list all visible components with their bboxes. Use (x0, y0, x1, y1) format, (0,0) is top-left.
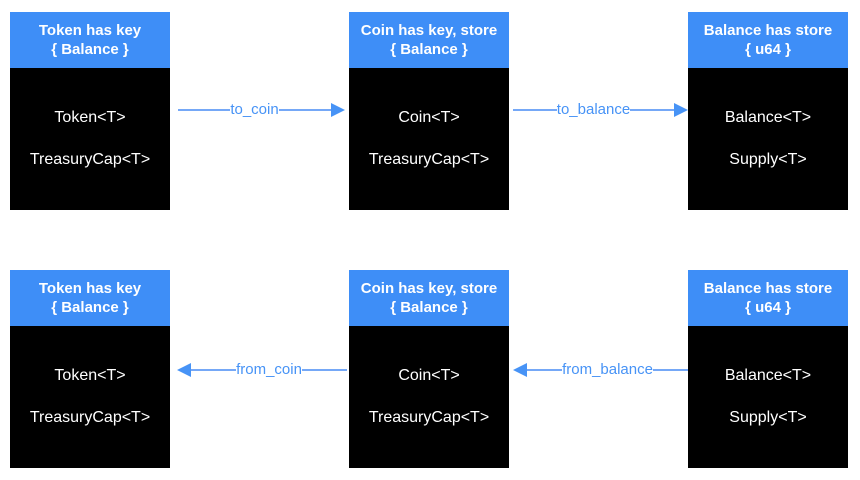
arrow-line (301, 369, 348, 371)
arrow-from-coin: from_coin (177, 361, 348, 378)
node-subtitle: { Balance } (51, 299, 129, 316)
arrow-line (191, 369, 237, 371)
struct-item: Coin<T> (398, 367, 460, 384)
struct-item: Supply<T> (729, 151, 807, 168)
arrow-to-balance: to_balance (513, 102, 688, 118)
arrow-label: to_balance (556, 101, 631, 118)
node-subtitle: { u64 } (745, 41, 791, 58)
arrowhead-right-icon (674, 103, 688, 117)
arrow-line (178, 109, 231, 111)
node-body: Coin<T> TreasuryCap<T> (349, 68, 509, 210)
node-subtitle: { Balance } (390, 41, 468, 58)
node-body: Coin<T> TreasuryCap<T> (349, 326, 509, 468)
node-title: Token has key (38, 22, 142, 39)
struct-item: TreasuryCap<T> (29, 151, 151, 168)
struct-item: Balance<T> (724, 109, 812, 126)
node-header: Token has key { Balance } (10, 12, 170, 68)
node-body: Token<T> TreasuryCap<T> (10, 68, 170, 210)
arrowhead-right-icon (331, 103, 345, 117)
node-subtitle: { u64 } (745, 299, 791, 316)
node-header: Balance has store { u64 } (688, 270, 848, 326)
node-header: Coin has key, store { Balance } (349, 12, 509, 68)
arrow-line (630, 109, 674, 111)
node-body: Balance<T> Supply<T> (688, 68, 848, 210)
node-coin-top: Coin has key, store { Balance } Coin<T> … (349, 12, 509, 210)
arrow-line (513, 109, 557, 111)
struct-item: TreasuryCap<T> (368, 409, 490, 426)
arrow-line (527, 369, 563, 371)
node-title: Coin has key, store (360, 280, 498, 297)
struct-item: Token<T> (54, 367, 126, 384)
struct-item: Coin<T> (398, 109, 460, 126)
arrowhead-left-icon (513, 363, 527, 377)
node-body: Balance<T> Supply<T> (688, 326, 848, 468)
arrow-label: to_coin (230, 101, 279, 118)
node-coin-bottom: Coin has key, store { Balance } Coin<T> … (349, 270, 509, 468)
struct-item: TreasuryCap<T> (368, 151, 490, 168)
arrow-to-coin: to_coin (178, 102, 345, 118)
node-token-bottom: Token has key { Balance } Token<T> Treas… (10, 270, 170, 468)
node-balance-bottom: Balance has store { u64 } Balance<T> Sup… (688, 270, 848, 468)
arrowhead-left-icon (177, 363, 191, 377)
node-title: Token has key (38, 280, 142, 297)
arrow-line (652, 369, 689, 371)
struct-item: Token<T> (54, 109, 126, 126)
arrow-from-balance: from_balance (513, 361, 689, 378)
node-body: Token<T> TreasuryCap<T> (10, 326, 170, 468)
arrow-label: from_coin (236, 361, 302, 378)
struct-item: Balance<T> (724, 367, 812, 384)
struct-item: Supply<T> (729, 409, 807, 426)
struct-item: TreasuryCap<T> (29, 409, 151, 426)
node-title: Balance has store (703, 22, 833, 39)
node-header: Balance has store { u64 } (688, 12, 848, 68)
node-title: Balance has store (703, 280, 833, 297)
node-subtitle: { Balance } (51, 41, 129, 58)
node-balance-top: Balance has store { u64 } Balance<T> Sup… (688, 12, 848, 210)
arrow-label: from_balance (562, 361, 653, 378)
node-header: Coin has key, store { Balance } (349, 270, 509, 326)
node-token-top: Token has key { Balance } Token<T> Treas… (10, 12, 170, 210)
arrow-line (278, 109, 331, 111)
node-subtitle: { Balance } (390, 299, 468, 316)
node-header: Token has key { Balance } (10, 270, 170, 326)
node-title: Coin has key, store (360, 22, 498, 39)
